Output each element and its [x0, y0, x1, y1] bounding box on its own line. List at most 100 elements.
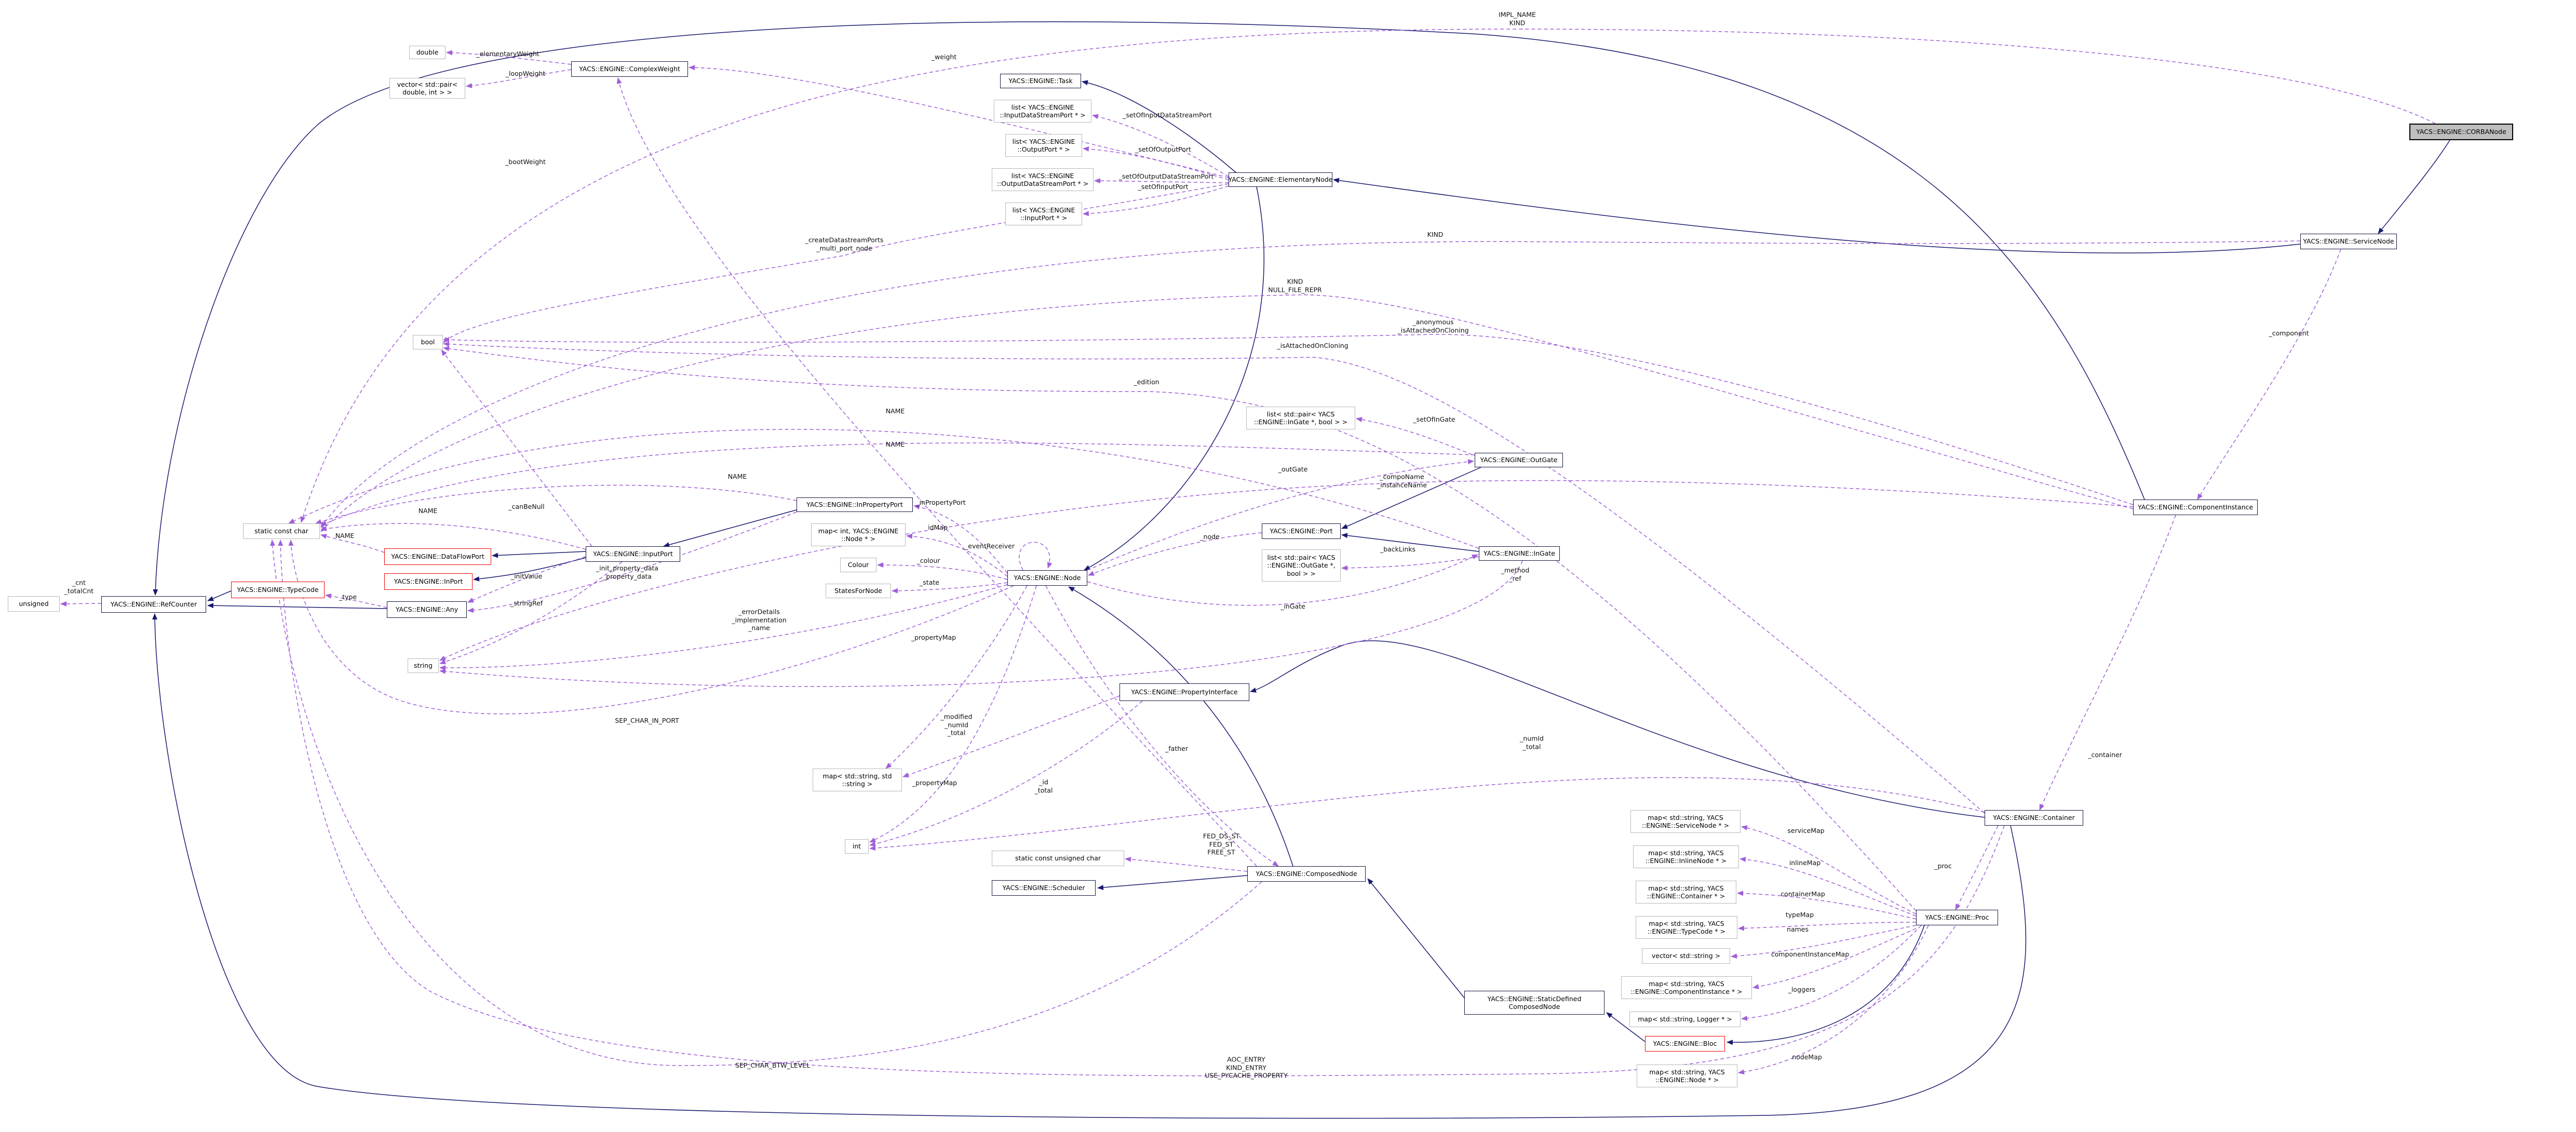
- edge-dataflowport-to-static-const-char: [320, 534, 385, 553]
- edge-label-u39: NAME: [335, 532, 355, 540]
- edge-label-u31: _method _ref: [1501, 566, 1530, 582]
- class-box-outgate[interactable]: YACS::ENGINE::OutGate: [1475, 453, 1563, 467]
- edge-label-u59: _numId _total: [1520, 734, 1544, 750]
- type-box-list-pair-ingate-bool: list< std::pair< YACS ::ENGINE::InGate *…: [1246, 407, 1355, 429]
- edge-outgate-to-static-const-char: [320, 442, 1475, 526]
- class-box-composednode[interactable]: YACS::ENGINE::ComposedNode: [1247, 866, 1366, 882]
- type-box-map-node: map< std::string, YACS ::ENGINE::Node * …: [1637, 1064, 1737, 1087]
- class-box-componentinstance[interactable]: YACS::ENGINE::ComponentInstance: [2133, 500, 2258, 515]
- edge-label-u6: _setOfOutputPort: [1135, 145, 1191, 154]
- edge-container-to-int: [869, 777, 1985, 851]
- edge-node-to-composednode: [1045, 585, 1279, 867]
- type-box-string: string: [408, 658, 439, 673]
- class-box-node[interactable]: YACS::ENGINE::Node: [1007, 570, 1087, 586]
- type-box-int: int: [845, 839, 869, 854]
- edge-inputport-to-any: [467, 556, 586, 603]
- edge-label-u54: names: [1787, 925, 1809, 934]
- edge-label-u15: _edition: [1134, 378, 1159, 386]
- edge-inputport-to-string: [439, 561, 623, 665]
- edge-container-to-static-const-char: [278, 540, 2005, 1076]
- edge-label-u19: _colour: [916, 557, 940, 565]
- class-box-servicenode[interactable]: YACS::ENGINE::ServiceNode: [2300, 234, 2397, 249]
- edge-label-u20: _state: [920, 578, 939, 587]
- edge-node-to-inpropertyport: [913, 504, 1008, 574]
- class-box-staticdefined[interactable]: YACS::ENGINE::StaticDefined ComposedNode: [1464, 991, 1604, 1015]
- type-box-map-servicenode: map< std::string, YACS ::ENGINE::Service…: [1630, 810, 1741, 833]
- class-box-complexweight[interactable]: YACS::ENGINE::ComplexWeight: [571, 61, 688, 77]
- type-box-list-outputport: list< YACS::ENGINE ::OutputPort * >: [1005, 134, 1082, 157]
- edge-label-u56: _loggers: [1788, 986, 1816, 994]
- edge-proc-to-map-node: [1738, 925, 1929, 1075]
- edge-node-to-map-int-node: [906, 533, 1008, 577]
- edge-label-u18: idMap: [928, 523, 948, 532]
- edge-label-u48: FED_DS_ST FED_ST FREE_ST: [1203, 832, 1240, 856]
- class-box-bloc[interactable]: YACS::ENGINE::Bloc: [1645, 1036, 1725, 1052]
- type-box-map-typecode: map< std::string, YACS ::ENGINE::TypeCod…: [1636, 916, 1737, 939]
- edge-elementarynode-to-node: [1084, 186, 1264, 571]
- edge-node-to-colour: [877, 562, 1008, 580]
- edge-proc-to-bloc: [1727, 925, 1925, 1045]
- class-box-elementarynode[interactable]: YACS::ENGINE::ElementaryNode: [1229, 172, 1332, 187]
- class-box-dataflowport[interactable]: YACS::ENGINE::DataFlowPort: [384, 548, 491, 565]
- edge-componentinstance-to-static-const-char: [320, 294, 2134, 532]
- type-box-list-outputdatastreamport: list< YACS::ENGINE ::OutputDataStreamPor…: [992, 168, 1094, 191]
- class-box-inpropertyport[interactable]: YACS::ENGINE::InPropertyPort: [797, 497, 913, 512]
- edge-label-u7: _setOfOutputDataStreamPort: [1118, 172, 1214, 181]
- type-box-vector-string: vector< std::string >: [1642, 948, 1730, 964]
- edge-ingate-to-static-const-char: [288, 429, 1479, 549]
- edge-label-u10: IMPL_NAME KIND: [1499, 10, 1536, 26]
- type-box-map-int-node: map< int, YACS::ENGINE ::Node * >: [811, 523, 906, 546]
- edge-composednode-to-complexweight: [616, 77, 1257, 867]
- edge-bloc-to-staticdefined: [1606, 1012, 1646, 1042]
- edge-elementarynode-to-list-inputport: [1083, 185, 1229, 217]
- edge-label-u12: KIND NULL_FILE_REPR: [1268, 277, 1322, 293]
- class-box-task[interactable]: YACS::ENGINE::Task: [1000, 74, 1081, 88]
- edge-label-u51: inlineMap: [1789, 859, 1821, 867]
- class-box-proc[interactable]: YACS::ENGINE::Proc: [1916, 910, 1998, 925]
- class-box-propertyinterface[interactable]: YACS::ENGINE::PropertyInterface: [1120, 683, 1249, 701]
- class-box-ingate[interactable]: YACS::ENGINE::InGate: [1479, 546, 1560, 561]
- class-box-inport[interactable]: YACS::ENGINE::InPort: [384, 573, 473, 590]
- edge-port-to-node: [1088, 532, 1262, 576]
- type-box-colour: Colour: [840, 558, 876, 572]
- class-box-scheduler[interactable]: YACS::ENGINE::Scheduler: [992, 880, 1096, 896]
- edge-ingate-to-list-pair-outgate-bool: [1341, 556, 1479, 571]
- edge-ingate-to-port: [1341, 533, 1479, 552]
- edge-componentinstance-to-refcounter: [153, 21, 2145, 596]
- class-box-inputport[interactable]: YACS::ENGINE::InputPort: [586, 546, 680, 562]
- edge-label-u3: _weight: [931, 53, 957, 61]
- type-box-double: double: [409, 46, 446, 59]
- edge-elementarynode-to-list-outputport: [1083, 146, 1229, 180]
- edge-label-u40: NAME: [885, 407, 905, 415]
- class-box-port[interactable]: YACS::ENGINE::Port: [1262, 523, 1341, 539]
- class-box-typecode[interactable]: YACS::ENGINE::TypeCode: [231, 582, 325, 598]
- edge-inputport-to-bool: [441, 349, 592, 547]
- type-box-map-string-string: map< std::string, std ::string >: [813, 769, 902, 791]
- class-box-corbanode[interactable]: YACS::ENGINE::CORBANode: [2409, 124, 2513, 140]
- edge-label-u32: _initValue: [510, 572, 543, 581]
- class-box-refcounter[interactable]: YACS::ENGINE::RefCounter: [101, 596, 206, 613]
- edge-proc-to-map-componentinstance: [1752, 928, 1917, 990]
- type-box-unsigned: unsigned: [8, 596, 60, 612]
- edge-outgate-to-port: [1341, 467, 1481, 529]
- type-box-map-componentinstance: map< std::string, YACS ::ENGINE::Compone…: [1621, 976, 1752, 999]
- class-box-any[interactable]: YACS::ENGINE::Any: [387, 601, 467, 618]
- edge-servicenode-to-elementarynode: [1333, 178, 2301, 253]
- edge-node-to-int: [869, 585, 1037, 843]
- edge-componentinstance-to-container: [2039, 515, 2176, 811]
- edge-label-u60: _eventReceiver: [965, 542, 1015, 550]
- edge-label-u38: NAME: [418, 507, 438, 515]
- edge-label-u57: nodeMap: [1792, 1053, 1822, 1061]
- edge-propertyinterface-to-int: [869, 700, 1143, 847]
- edge-label-u37: NAME: [727, 473, 747, 481]
- edge-container-to-refcounter: [152, 613, 2027, 1119]
- class-box-container[interactable]: YACS::ENGINE::Container: [1985, 810, 2083, 826]
- type-box-statesfornode: StatesForNode: [826, 584, 891, 598]
- type-box-map-inlinenode: map< std::string, YACS ::ENGINE::InlineN…: [1633, 845, 1739, 868]
- edge-label-u4: _bootWeight: [505, 158, 546, 166]
- edge-label-u21: _errorDetails _implementation _name: [732, 608, 787, 632]
- edge-node-to-map-string-string: [885, 585, 1028, 769]
- edge-proc-to-map-typecode: [1738, 922, 1917, 931]
- edge-servicenode-to-static-const-char: [320, 240, 2301, 528]
